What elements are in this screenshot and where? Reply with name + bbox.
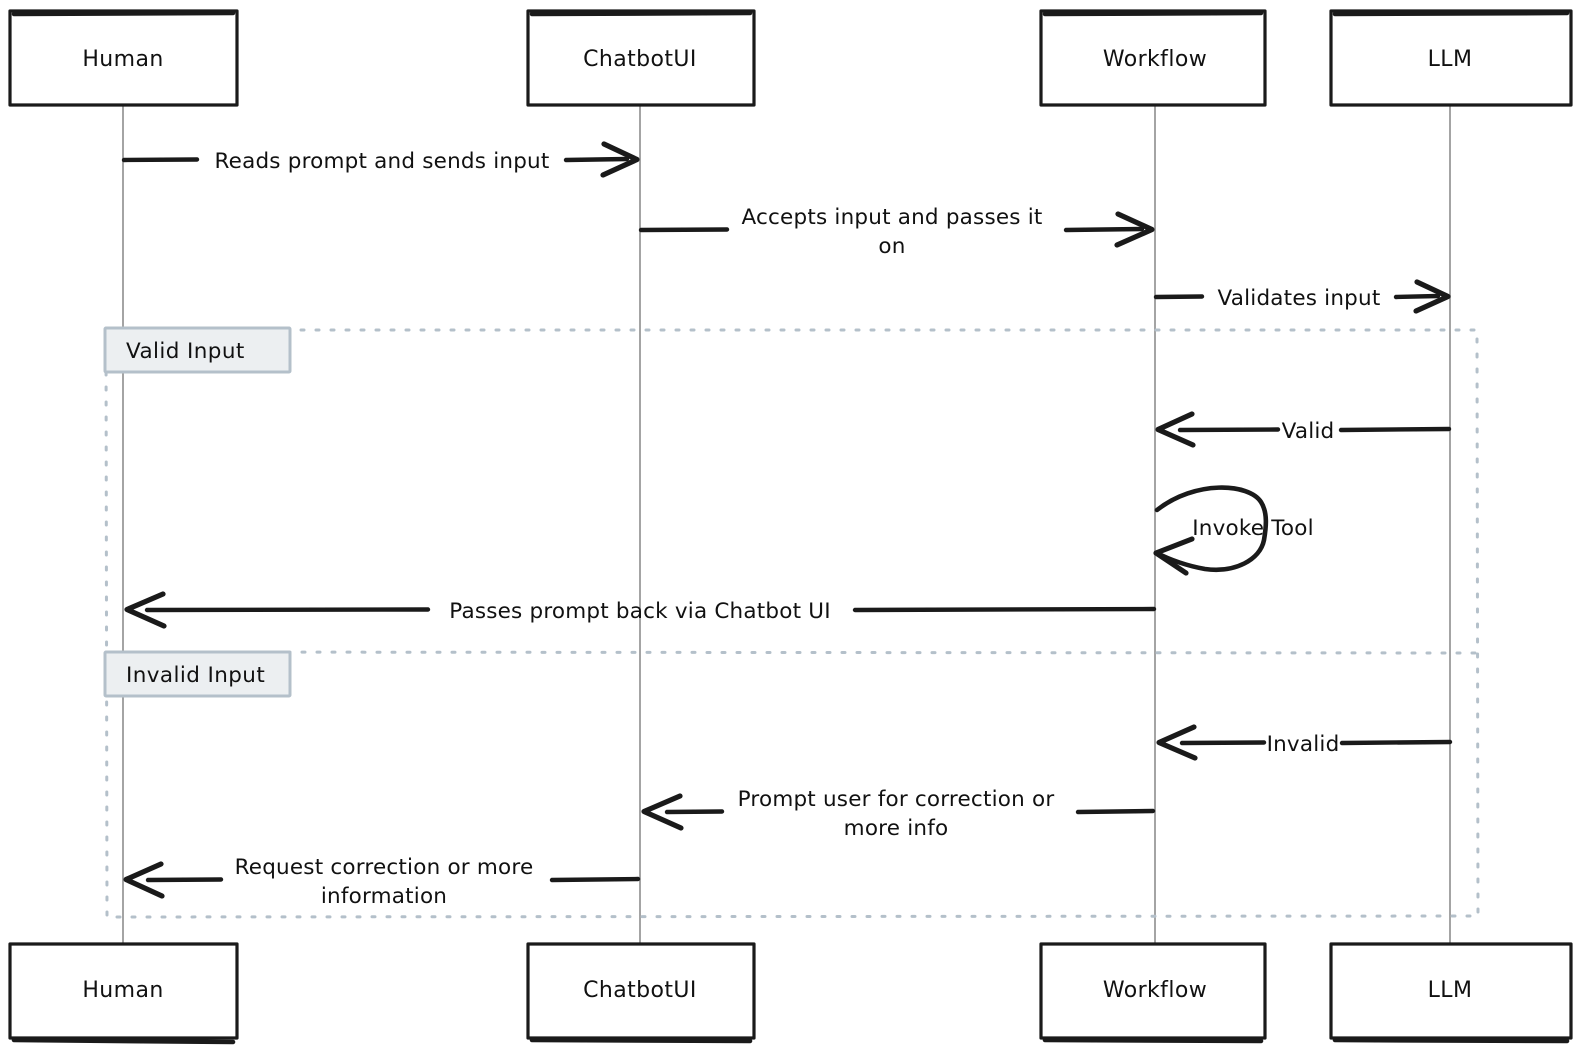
message-line [144,607,431,613]
participant-label-llm: LLM [1428,47,1473,72]
alt-label-box-invalid [103,650,292,698]
message-line [549,876,641,883]
participant-box [1329,9,1573,107]
participant-box [1039,9,1267,107]
message-label: on [878,234,905,259]
participant-box-shadow [11,1037,236,1045]
alt-label-valid-input: Valid Input [126,339,245,364]
participant-label-workflow: Workflow [1103,978,1207,1003]
arrowhead-left-icon [124,591,167,629]
alt-block-divider [105,650,1479,655]
participant-label-chatbotui: ChatbotUI [583,47,697,72]
participant-llm-bottom[interactable]: LLM [1329,942,1573,1044]
message-line [1153,294,1205,300]
participant-box-shadow [1332,10,1570,17]
message-validates-input: Validates input [1153,279,1451,314]
participant-workflow-bottom[interactable]: Workflow [1039,942,1267,1044]
message-label: more info [844,816,949,841]
participant-boxes-top: Human ChatbotUI Workflow LLM [8,9,1573,107]
participant-chatbotui-bottom[interactable]: ChatbotUI [526,942,756,1044]
arrowhead-left-icon [1153,536,1195,576]
arrowhead-left-icon [1156,724,1198,761]
participant-label-chatbotui: ChatbotUI [583,978,697,1003]
message-line [638,227,730,233]
participant-box [1329,942,1573,1040]
message-label: Invalid [1267,732,1340,757]
message-line [852,606,1157,613]
message-line [121,157,200,163]
message-line [1179,740,1267,746]
participant-human-top[interactable]: Human [8,9,239,107]
message-accepts-input-and-passes-it-on: Accepts input and passes it on [638,205,1155,259]
participant-human-bottom[interactable]: Human [8,942,239,1045]
alt-block: Valid Input Invalid Input [103,326,1480,919]
message-invalid: Invalid [1156,724,1453,761]
message-line [1177,427,1281,433]
participant-box [526,942,756,1040]
participant-box [8,9,239,107]
participant-label-human: Human [82,47,163,72]
message-label: Reads prompt and sends input [214,149,549,174]
participant-label-human: Human [82,978,163,1003]
participant-workflow-top[interactable]: Workflow [1039,9,1267,107]
arrowhead-right-icon [1114,211,1155,248]
message-line [1339,739,1453,746]
participant-box [526,9,756,107]
message-label: Passes prompt back via Chatbot UI [449,599,831,624]
participant-box-shadow [1042,10,1264,17]
participant-box [8,942,239,1040]
alt-label-invalid-input: Invalid Input [126,663,265,688]
message-reads-prompt-and-sends-input: Reads prompt and sends input [121,141,640,178]
participant-box-shadow [11,10,236,17]
arrowhead-right-icon [1413,279,1451,314]
participant-box [1039,942,1267,1040]
message-label: Request correction or more [235,855,534,880]
participant-box-shadow [1042,1037,1264,1044]
message-line [664,809,725,815]
message-line [1063,226,1145,233]
participant-llm-top[interactable]: LLM [1329,9,1573,107]
message-line [1075,808,1156,815]
message-label: information [321,884,447,909]
participant-label-workflow: Workflow [1103,47,1207,72]
message-line [563,156,630,163]
participant-box-shadow [529,10,753,17]
message-line [1393,293,1441,300]
participant-boxes-bottom: Human ChatbotUI Workflow LLM [8,942,1573,1045]
message-invoke-tool: Invoke Tool [1153,485,1314,576]
participant-box-shadow [529,1037,753,1044]
alt-section-invalid-input: Invalid Input [103,650,292,698]
message-prompt-user-for-correction-or-more-info: Prompt user for correction or more info [641,787,1156,841]
participant-label-llm: LLM [1428,978,1473,1003]
participant-box-shadow [1332,1037,1570,1044]
message-valid: Valid [1155,411,1452,448]
arrowhead-left-icon [123,861,165,899]
alt-section-valid-input: Valid Input [103,326,292,374]
message-line [1338,426,1452,433]
alt-label-box-valid [103,326,292,374]
selfloop-path [1154,485,1269,573]
arrowhead-left-icon [641,793,684,831]
message-label: Valid [1282,419,1335,444]
alt-block-border [104,328,1480,919]
arrowhead-right-icon [600,141,640,178]
message-label: Accepts input and passes it [741,205,1042,230]
message-passes-prompt-back-via-chatbot-ui: Passes prompt back via Chatbot UI [124,591,1157,629]
arrowhead-left-icon [1155,411,1196,448]
message-label: Invoke Tool [1192,516,1314,541]
lifelines-group [122,105,1451,944]
message-label: Validates input [1218,286,1381,311]
message-request-correction-or-more-information: Request correction or more information [123,855,641,909]
participant-chatbotui-top[interactable]: ChatbotUI [526,9,756,107]
message-label: Prompt user for correction or [738,787,1055,812]
message-line [145,877,224,883]
